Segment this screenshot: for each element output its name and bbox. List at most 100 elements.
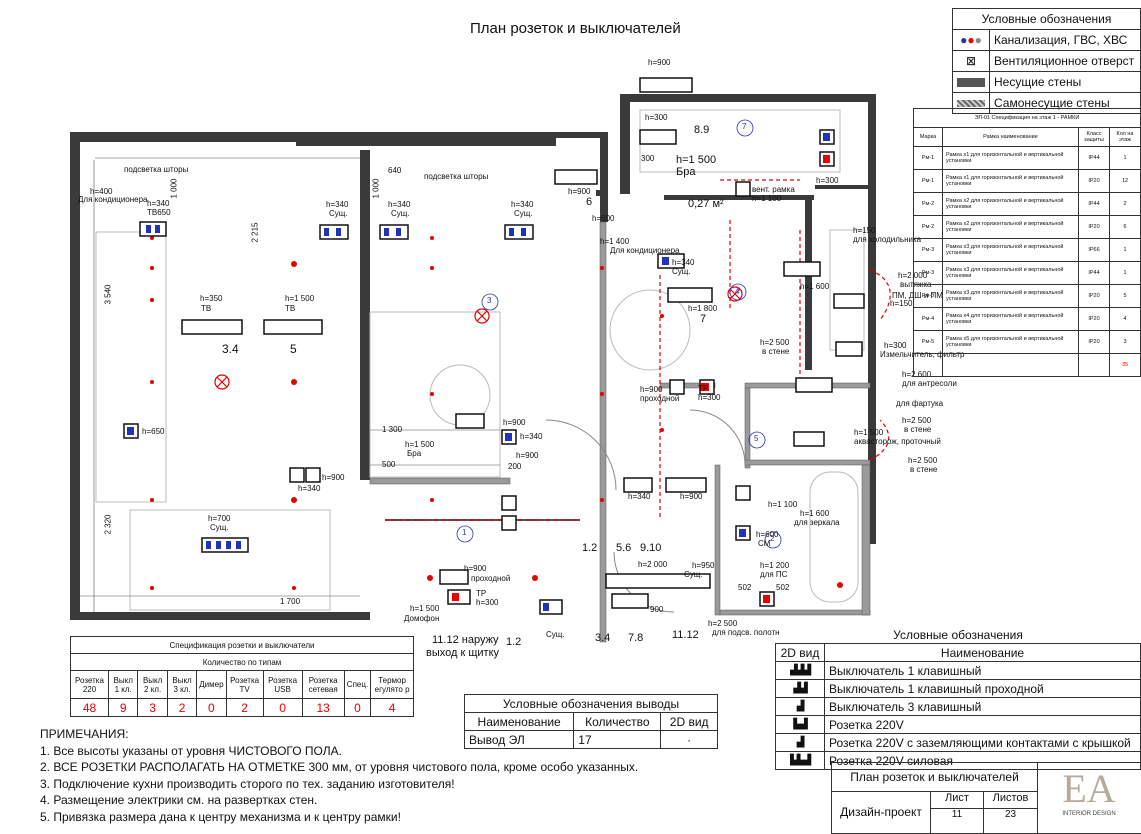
- bearing-wall-swatch-icon: [952, 71, 990, 93]
- frames-cell: Рамка х3 для горизонтальной и вертикальн…: [942, 284, 1079, 308]
- frames-cell: Рамка х3 для горизонтальной и вертикальн…: [942, 261, 1079, 285]
- pipes-dots-icon: ●●●: [952, 29, 990, 51]
- frames-spec-caption: ЭЛ-01 Спецификация на этаж 1 - РАМКИ: [913, 108, 1141, 128]
- frames-total: 35: [1109, 353, 1141, 377]
- frames-cell: Рамка х2 для горизонтальной и вертикальн…: [942, 215, 1079, 239]
- switch-3-icon: ▟: [775, 697, 825, 716]
- frames-cell: Рм-1: [913, 146, 943, 170]
- sockets-value: 0: [196, 698, 227, 717]
- title-block-project: Дизайн-проект: [832, 792, 931, 833]
- frames-cell: Рамка х5 для горизонтальной и вертикальн…: [942, 330, 1079, 354]
- sockets-value: 0: [343, 698, 372, 717]
- legend-bottom-label: Выключатель 1 клавишный: [824, 661, 1141, 680]
- sockets-value: 48: [70, 698, 109, 717]
- frames-cell: Рм-1: [913, 169, 943, 193]
- legend-bottom-row: ▟Розетка 220V с заземляющими контактами …: [775, 733, 1141, 752]
- sockets-spec-title: Спецификация розетки и выключатели: [70, 636, 414, 654]
- frames-cell: IP20: [1078, 284, 1110, 308]
- legend-bottom-header: Условные обозначения: [893, 627, 1023, 642]
- title-block-sheets: 23: [984, 809, 1038, 833]
- sockets-header: Розетка TV: [225, 670, 264, 699]
- note-2: 2. ВСЕ РОЗЕТКИ РАСПОЛАГАТЬ НА ОТМЕТКЕ 30…: [40, 760, 639, 775]
- title-block-sheets-label: Листов: [984, 792, 1038, 809]
- note-5: 5. Привязка размера дана к центру механи…: [40, 809, 401, 824]
- frames-cell: 5: [1109, 284, 1141, 308]
- outputs-cell-count: 17: [573, 730, 662, 749]
- outputs-title: Условные обозначения выводы: [464, 694, 718, 713]
- wiring: [385, 179, 891, 521]
- sockets-value: 0: [262, 698, 303, 717]
- legend-bottom-col1: 2D вид: [775, 643, 825, 662]
- outputs-cell-2d: ·: [660, 730, 718, 749]
- frames-cell: IP20: [1078, 215, 1110, 239]
- title-block-sheet: 11: [931, 809, 984, 833]
- frames-cell: Рм-2: [913, 192, 943, 216]
- sockets-header: Розетка сетевая: [301, 670, 345, 699]
- legend-bottom-label: Розетка 220V: [824, 715, 1141, 734]
- switch-1-icon: ▟▟▟: [775, 661, 825, 680]
- frames-cell: IP44: [1078, 192, 1110, 216]
- frames-cell: Рамка х1 для горизонтальной и вертикальн…: [942, 169, 1079, 193]
- legend-bottom-row: ▟Выключатель 3 клавишный: [775, 697, 1141, 716]
- outputs-header-2d: 2D вид: [660, 712, 718, 731]
- page-title: План розеток и выключателей: [470, 20, 681, 37]
- legend-bottom-row: ▙▙▟Розетка 220V силовая: [775, 751, 1141, 770]
- notes-heading: ПРИМЕЧАНИЯ:: [40, 727, 129, 741]
- legend-top-item-2: Вентиляционное отверст: [989, 50, 1141, 72]
- legend-bottom-label: Выключатель 1 клавишный проходной: [824, 679, 1141, 698]
- frames-cell: IP20: [1078, 330, 1110, 354]
- switch-1-pass-icon: ▟▟: [775, 679, 825, 698]
- frames-cell: IP66: [1078, 238, 1110, 262]
- ceiling-lights: [214, 286, 743, 390]
- frames-cell: 1: [1109, 146, 1141, 170]
- note-1: 1. Все высоты указаны от уровня ЧИСТОВОГ…: [40, 743, 342, 758]
- legend-top-header: Условные обозначения: [952, 8, 1141, 30]
- frames-cell: Рамка х1 для горизонтальной и вертикальн…: [942, 146, 1079, 170]
- notes: ПРИМЕЧАНИЯ: 1. Все высоты указаны от уро…: [40, 726, 638, 826]
- frames-header-mark: Марка: [913, 127, 943, 147]
- frames-header-count: Кол на этаж: [1109, 127, 1141, 147]
- socket-220-icon: ▙▟: [775, 715, 825, 734]
- socket-power-icon: ▙▙▟: [775, 751, 825, 770]
- sockets-header: Выкл 3 кл.: [166, 670, 198, 699]
- legend-bottom-row: ▟▟▟Выключатель 1 клавишный: [775, 661, 1141, 680]
- title-block: План розеток и выключателей Дизайн-проек…: [831, 762, 1141, 834]
- title-block-sheet-label: Лист: [931, 792, 984, 809]
- sockets-value: 13: [301, 698, 345, 717]
- legend-bottom-col2: Наименование: [824, 643, 1141, 662]
- frames-cell: Рамка х4 для горизонтальной и вертикальн…: [942, 307, 1079, 331]
- frames-cell: 1: [1109, 238, 1141, 262]
- sockets-value: 2: [225, 698, 264, 717]
- logo-caption: INTERIOR DESIGN: [1062, 811, 1116, 817]
- frames-cell: Рм-3: [913, 261, 943, 285]
- outlet-markers: [150, 236, 843, 590]
- sockets-header: Выкл 2 кл.: [137, 670, 168, 699]
- socket-ground-lid-icon: ▟: [775, 733, 825, 752]
- frames-cell: Рамка х2 для горизонтальной и вертикальн…: [942, 192, 1079, 216]
- sockets-spec-table: Спецификация розетки и выключатели Колич…: [70, 636, 414, 717]
- sockets-header: Термор егулято р: [370, 670, 414, 699]
- frames-cell: Рм-5: [913, 330, 943, 354]
- frames-cell: Рм-4: [913, 307, 943, 331]
- note-3: 3. Подключение кухни производить сторого…: [40, 776, 455, 791]
- title-block-sheet-title: План розеток и выключателей: [832, 763, 1038, 792]
- socket-frames: [123, 77, 865, 615]
- frames-cell: Рм-3: [913, 284, 943, 308]
- legend-top-item-1: Канализация, ГВС, ХВС: [989, 29, 1141, 51]
- note-4: 4. Размещение электрики см. на развертка…: [40, 793, 318, 808]
- frames-cell: 6: [1109, 215, 1141, 239]
- frames-cell: IP20: [1078, 169, 1110, 193]
- logo-mark: EA: [1062, 766, 1116, 811]
- sockets-header: Выкл 1 кл.: [107, 670, 139, 699]
- vent-box-icon: ⊠: [952, 50, 990, 72]
- sockets-header: Розетка USB: [262, 670, 303, 699]
